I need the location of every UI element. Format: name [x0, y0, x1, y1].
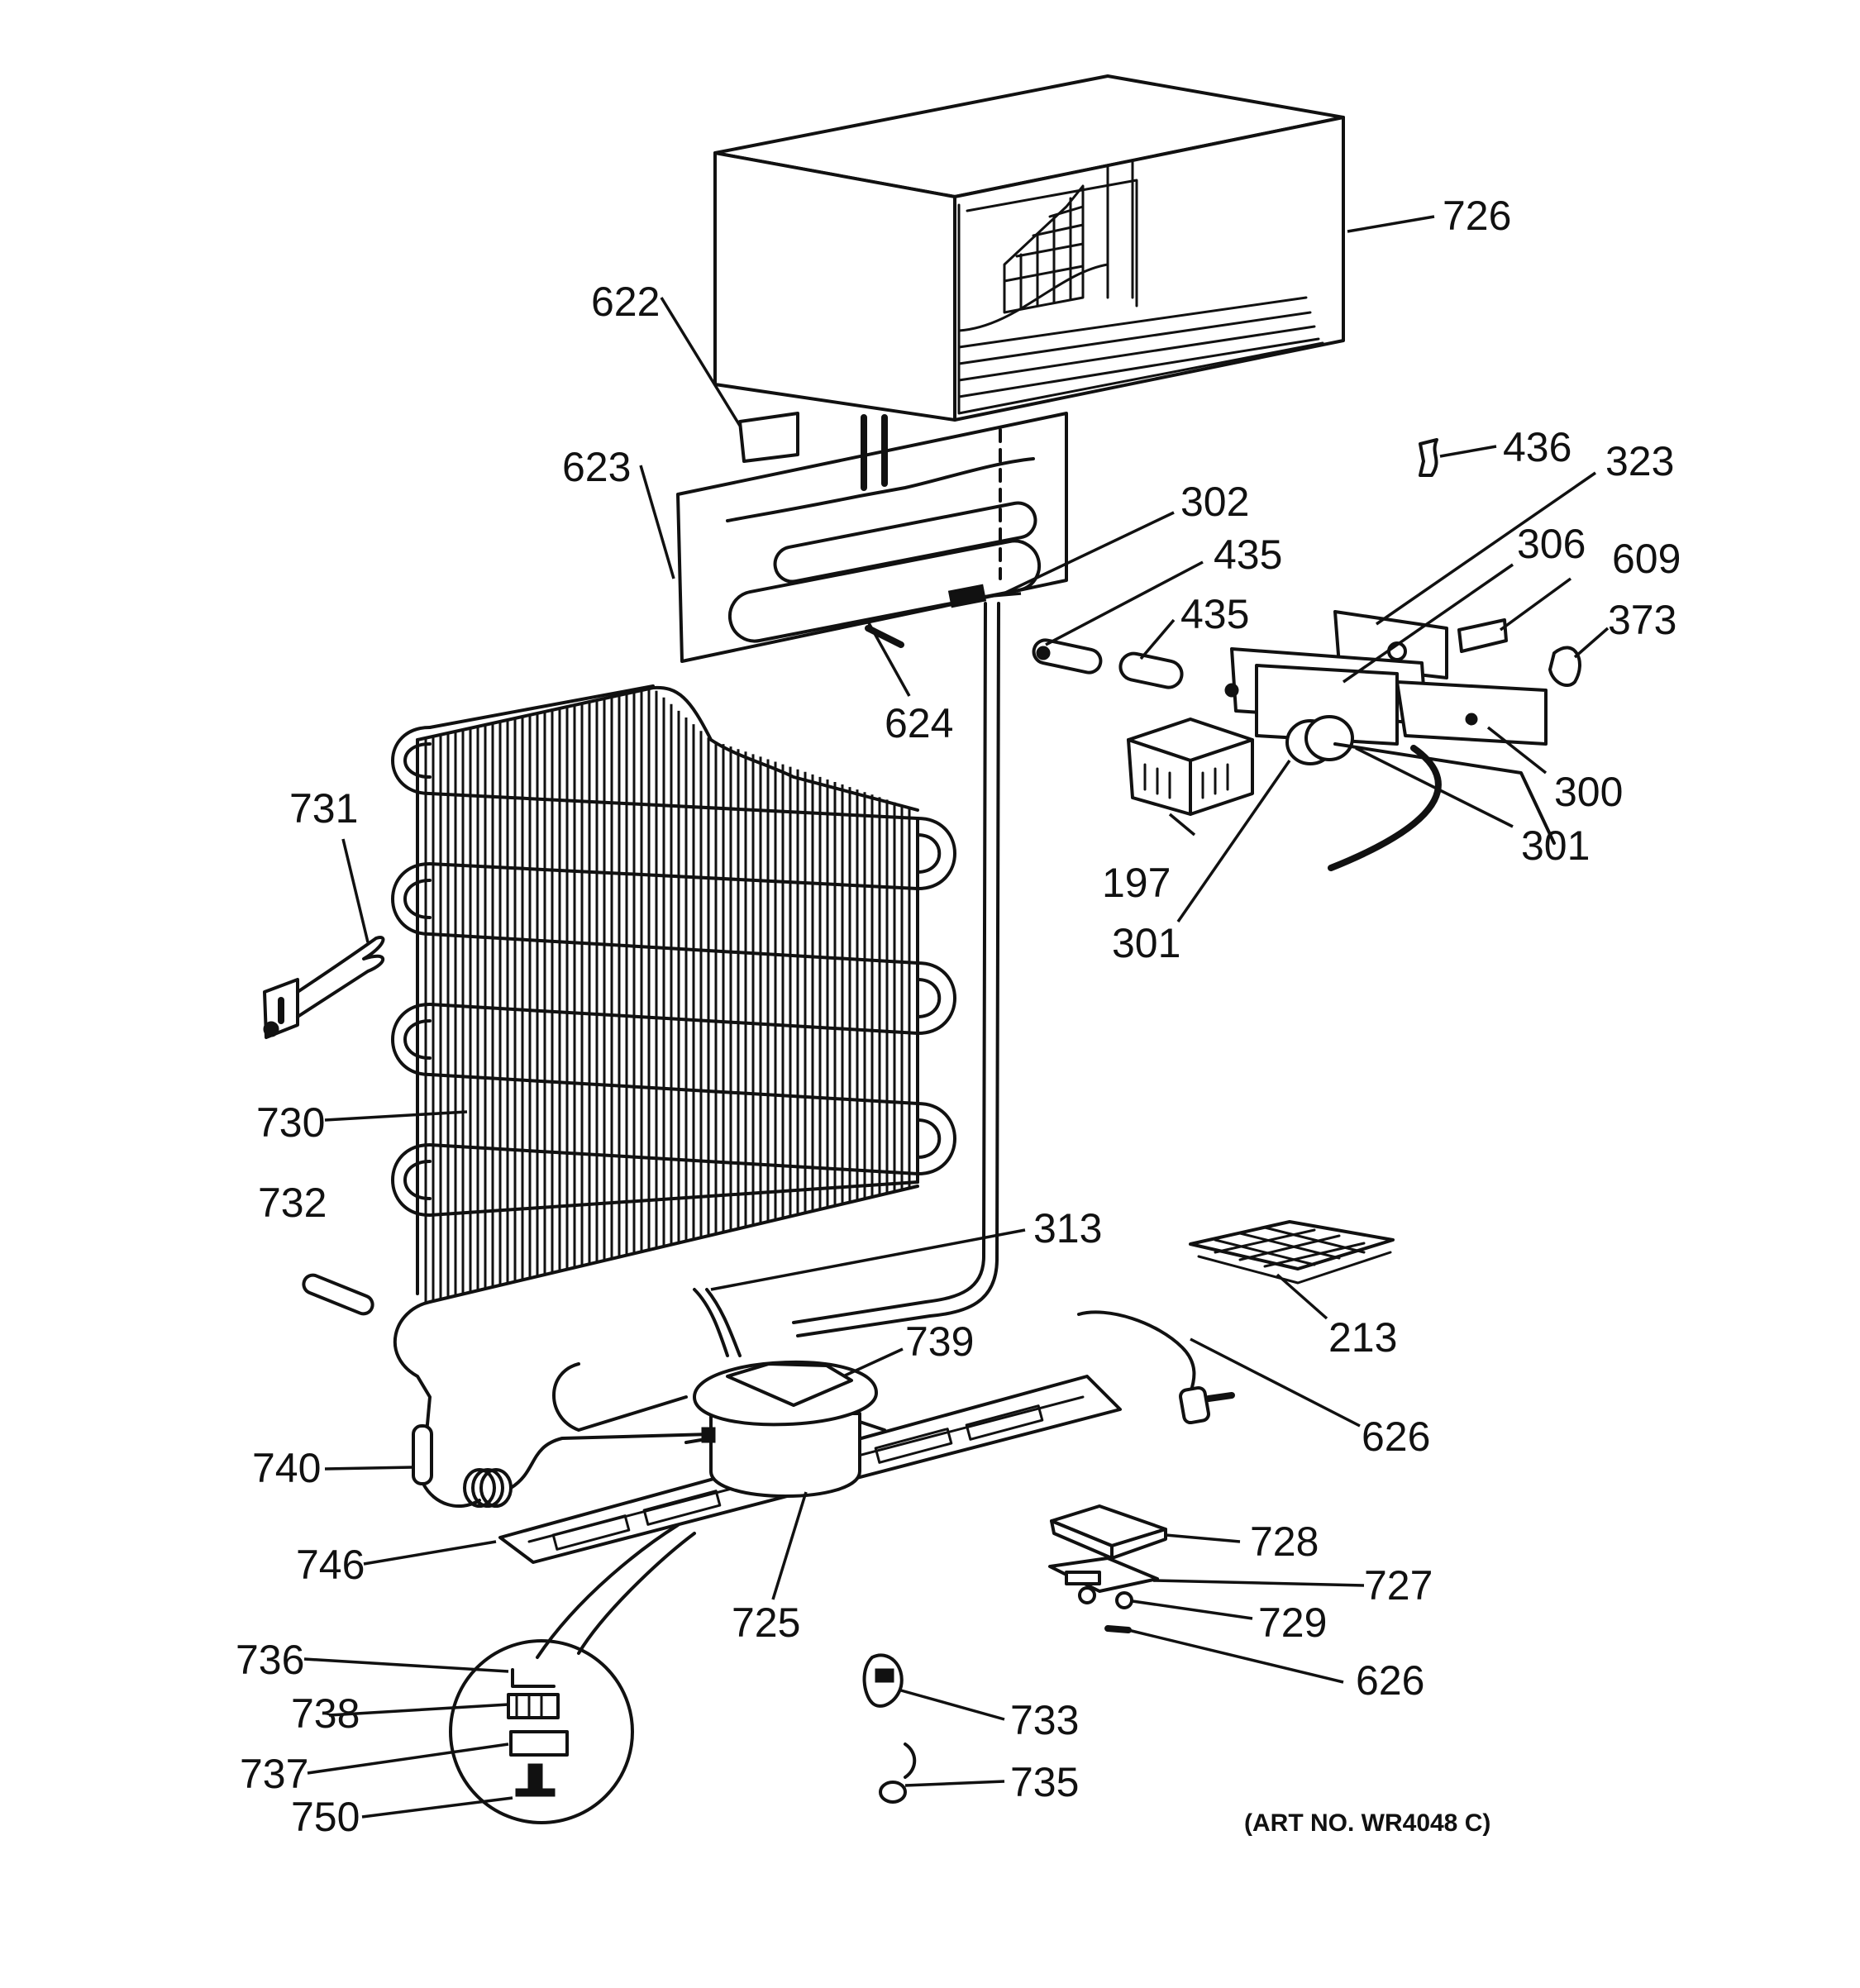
callout-323: 323 — [1605, 438, 1674, 484]
callout-197: 197 — [1102, 860, 1171, 906]
freezer-liner-726 — [713, 74, 1345, 422]
art-number: (ART NO. WR4048 C) — [1244, 1809, 1490, 1837]
callout-300: 300 — [1554, 769, 1623, 815]
callout-306: 306 — [1517, 521, 1586, 567]
callout-622: 622 — [591, 279, 660, 325]
callout-739: 739 — [905, 1318, 974, 1365]
callout-624: 624 — [885, 700, 953, 746]
callout-609: 609 — [1612, 536, 1681, 582]
callout-725: 725 — [732, 1599, 800, 1646]
callout-750: 750 — [291, 1794, 360, 1840]
callout-435-lower: 435 — [1180, 591, 1249, 637]
clip-436 — [1419, 438, 1438, 477]
callout-733: 733 — [1010, 1697, 1079, 1743]
ice-tray-213 — [1189, 1220, 1395, 1285]
power-cord-626 — [1077, 1310, 1235, 1425]
callout-301-left: 301 — [1112, 920, 1180, 966]
evaporator-plate — [676, 412, 1068, 663]
knob-373 — [1548, 646, 1581, 687]
part-609 — [1457, 618, 1508, 653]
ice-grid-pattern — [1003, 184, 1085, 314]
callout-436: 436 — [1503, 424, 1571, 470]
callout-435-upper: 435 — [1214, 532, 1282, 578]
cover-197 — [1127, 717, 1254, 816]
callout-313: 313 — [1033, 1205, 1102, 1251]
callout-301-right: 301 — [1521, 822, 1590, 869]
callout-746: 746 — [296, 1542, 365, 1588]
callout-740: 740 — [252, 1445, 321, 1491]
callout-726: 726 — [1443, 193, 1511, 239]
part-733 — [862, 1653, 904, 1708]
callout-738: 738 — [291, 1690, 360, 1737]
light-bulbs-435 — [1032, 638, 1184, 689]
callout-737: 737 — [240, 1751, 308, 1797]
callout-labels: 726 622 623 302 624 435 435 436 323 306 … — [236, 193, 1681, 1840]
callout-729: 729 — [1258, 1599, 1327, 1646]
callout-213: 213 — [1328, 1314, 1397, 1361]
grommet-detail-circle — [449, 1523, 696, 1824]
relay-parts — [1048, 1504, 1167, 1633]
callout-727: 727 — [1364, 1562, 1433, 1609]
callout-302: 302 — [1180, 479, 1249, 525]
wire-clip-731 — [263, 936, 385, 1039]
callout-731: 731 — [289, 785, 358, 832]
callout-626-cord: 626 — [1362, 1414, 1430, 1460]
condenser-coil-730 — [391, 684, 956, 1444]
callout-728: 728 — [1250, 1518, 1319, 1565]
callout-373: 373 — [1608, 597, 1676, 643]
leader-lines — [303, 215, 1610, 1819]
control-assembly — [1224, 610, 1548, 871]
callout-730: 730 — [256, 1099, 325, 1146]
control-wire — [1333, 742, 1556, 845]
drier-732 — [302, 1273, 374, 1316]
accumulator-622 — [738, 412, 799, 463]
callout-736: 736 — [236, 1637, 304, 1683]
drier-740 — [412, 1424, 713, 1509]
callout-626-lower: 626 — [1356, 1657, 1424, 1704]
suction-tube — [792, 602, 1000, 1337]
compressor-725 — [684, 1360, 886, 1498]
callout-732: 732 — [258, 1180, 327, 1226]
part-735 — [879, 1742, 917, 1804]
callout-735: 735 — [1010, 1759, 1079, 1805]
callout-623: 623 — [562, 444, 631, 490]
condenser-fins — [424, 689, 911, 1304]
